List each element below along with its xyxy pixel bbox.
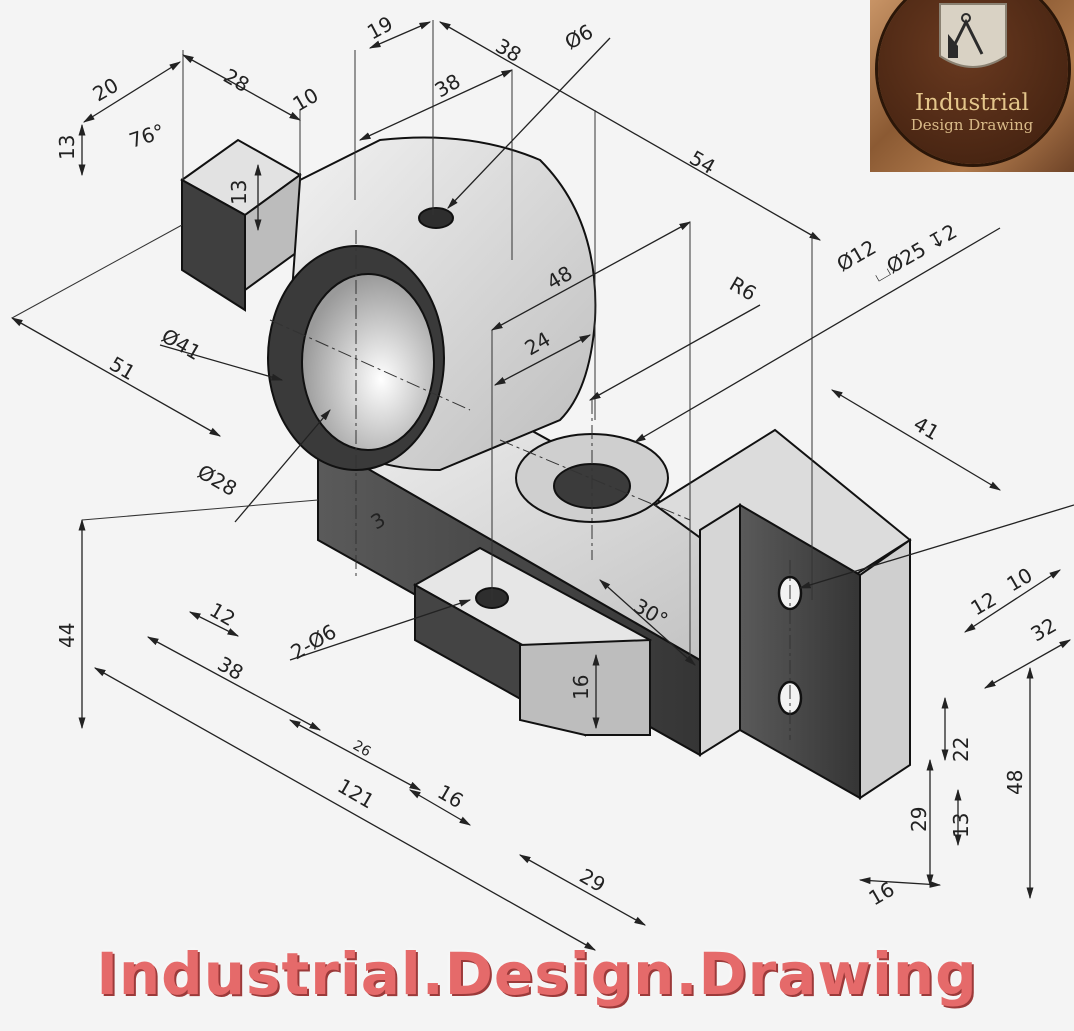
dim-76: 76° [126,119,167,153]
housing-bore [301,273,435,451]
bracket-side [859,538,911,800]
bracket-web [699,503,741,757]
dim-29-front: 29 [576,864,610,898]
dim-13-left: 13 [55,135,79,160]
dim-51: 51 [106,352,140,386]
dim-121: 121 [334,774,379,814]
logo-subtitle: Design Drawing [910,116,1034,134]
logo-title: Industrial [915,90,1029,116]
dim-r6: R6 [726,272,761,306]
dim-54: 54 [686,146,720,180]
dim-25-counterbore: ⌴Ø25 ↧2 [869,219,962,286]
dim-28-dia: Ø28 [194,460,242,501]
dim-16-front: 16 [434,780,468,814]
dim-32: 32 [1027,613,1061,647]
dim-38-inner: 38 [431,69,465,103]
center-lines [269,230,791,740]
housing-top-hole [418,207,454,229]
dim-41-dia: Ø41 [158,324,206,365]
dim-13-block: 13 [227,180,251,205]
left-block-front [181,178,246,312]
dim-16-boss: 16 [569,675,593,700]
dim-44: 44 [55,623,79,648]
compass-square-icon [939,3,1007,68]
dim-10-right: 10 [1003,563,1037,597]
dim-12-front: 12 [206,598,240,632]
dim-13-vertical: 13 [949,813,973,838]
logo-disc [878,0,1068,164]
dim-22: 22 [949,737,973,762]
dim-10-top: 10 [289,83,323,117]
dim-41-right: 41 [910,412,944,446]
watermark-banner: Industrial.Design.Drawing [96,940,978,1008]
part-body [180,136,912,800]
dim-48-vertical: 48 [1003,770,1027,795]
dim-2x6: 2-Ø6 [287,619,341,664]
dim-29-vertical: 29 [907,807,931,832]
dim-38-front: 38 [214,652,248,686]
dim-12-right: 12 [967,587,1001,621]
dim-6-dia: Ø6 [561,19,598,54]
dim-19: 19 [363,11,397,44]
brand-logo: Industrial Design Drawing [870,0,1074,172]
dim-38-top: 38 [492,34,526,68]
dim-26: 26 [350,738,374,761]
dimension-lines [10,20,1074,951]
